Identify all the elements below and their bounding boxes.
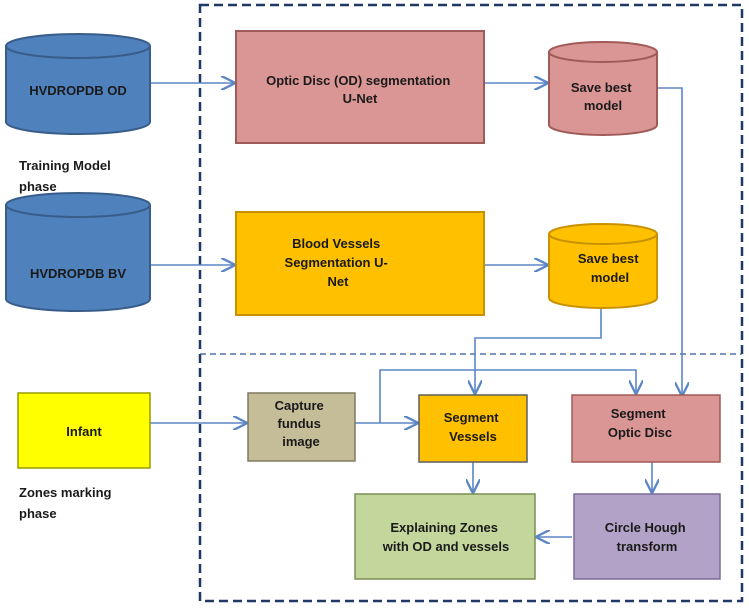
save-od-label: Save best model: [571, 80, 635, 113]
training-phase-label: Training Model phase: [19, 158, 114, 194]
save-bv-label: Save best model: [578, 251, 642, 285]
db-bv-label: HVDROPDB BV: [30, 266, 126, 281]
infant-box: Infant: [17, 392, 151, 469]
segment-vessels-box: Segment Vessels: [418, 394, 528, 463]
explaining-zones-box: Explaining Zones with OD and vessels: [354, 493, 536, 580]
zones-phase-label: Zones marking phase: [19, 485, 115, 521]
hough-label: Circle Hough transform: [605, 520, 690, 554]
od-segmentation-unet-box: Optic Disc (OD) segmentation U-Net: [235, 30, 485, 144]
explain-label: Explaining Zones with OD and vessels: [382, 520, 509, 554]
segment-optic-disc-box: Segment Optic Disc: [571, 394, 721, 463]
database-hvdropdb-bv: HVDROPDB BV: [5, 192, 151, 312]
capture-fundus-image-box: Capture fundus image: [247, 392, 356, 462]
save-best-model-bv: Save best model: [548, 223, 658, 309]
od-seg-label: Optic Disc (OD) segmentation U-Net: [266, 73, 454, 106]
phase-frame-outer: [198, 3, 744, 603]
bv-seg-label: Blood Vessels Segmentation U- Net: [285, 236, 392, 289]
database-hvdropdb-od: HVDROPDB OD: [5, 33, 151, 135]
seg-vessels-label: Segment Vessels: [444, 410, 503, 444]
db-od-label: HVDROPDB OD: [29, 83, 127, 98]
edge-save-to-segod: [657, 87, 682, 395]
circle-hough-transform-box: Circle Hough transform: [573, 493, 721, 580]
infant-label: Infant: [66, 424, 102, 439]
edge-save-to-segvessels: [475, 308, 602, 393]
bv-segmentation-unet-box: Blood Vessels Segmentation U- Net: [235, 211, 485, 316]
save-best-model-od: Save best model: [548, 41, 658, 136]
edge-capture-to-segod: [379, 369, 636, 423]
capture-label: Capture fundus image: [275, 398, 328, 449]
seg-od-label: Segment Optic Disc: [608, 406, 672, 440]
